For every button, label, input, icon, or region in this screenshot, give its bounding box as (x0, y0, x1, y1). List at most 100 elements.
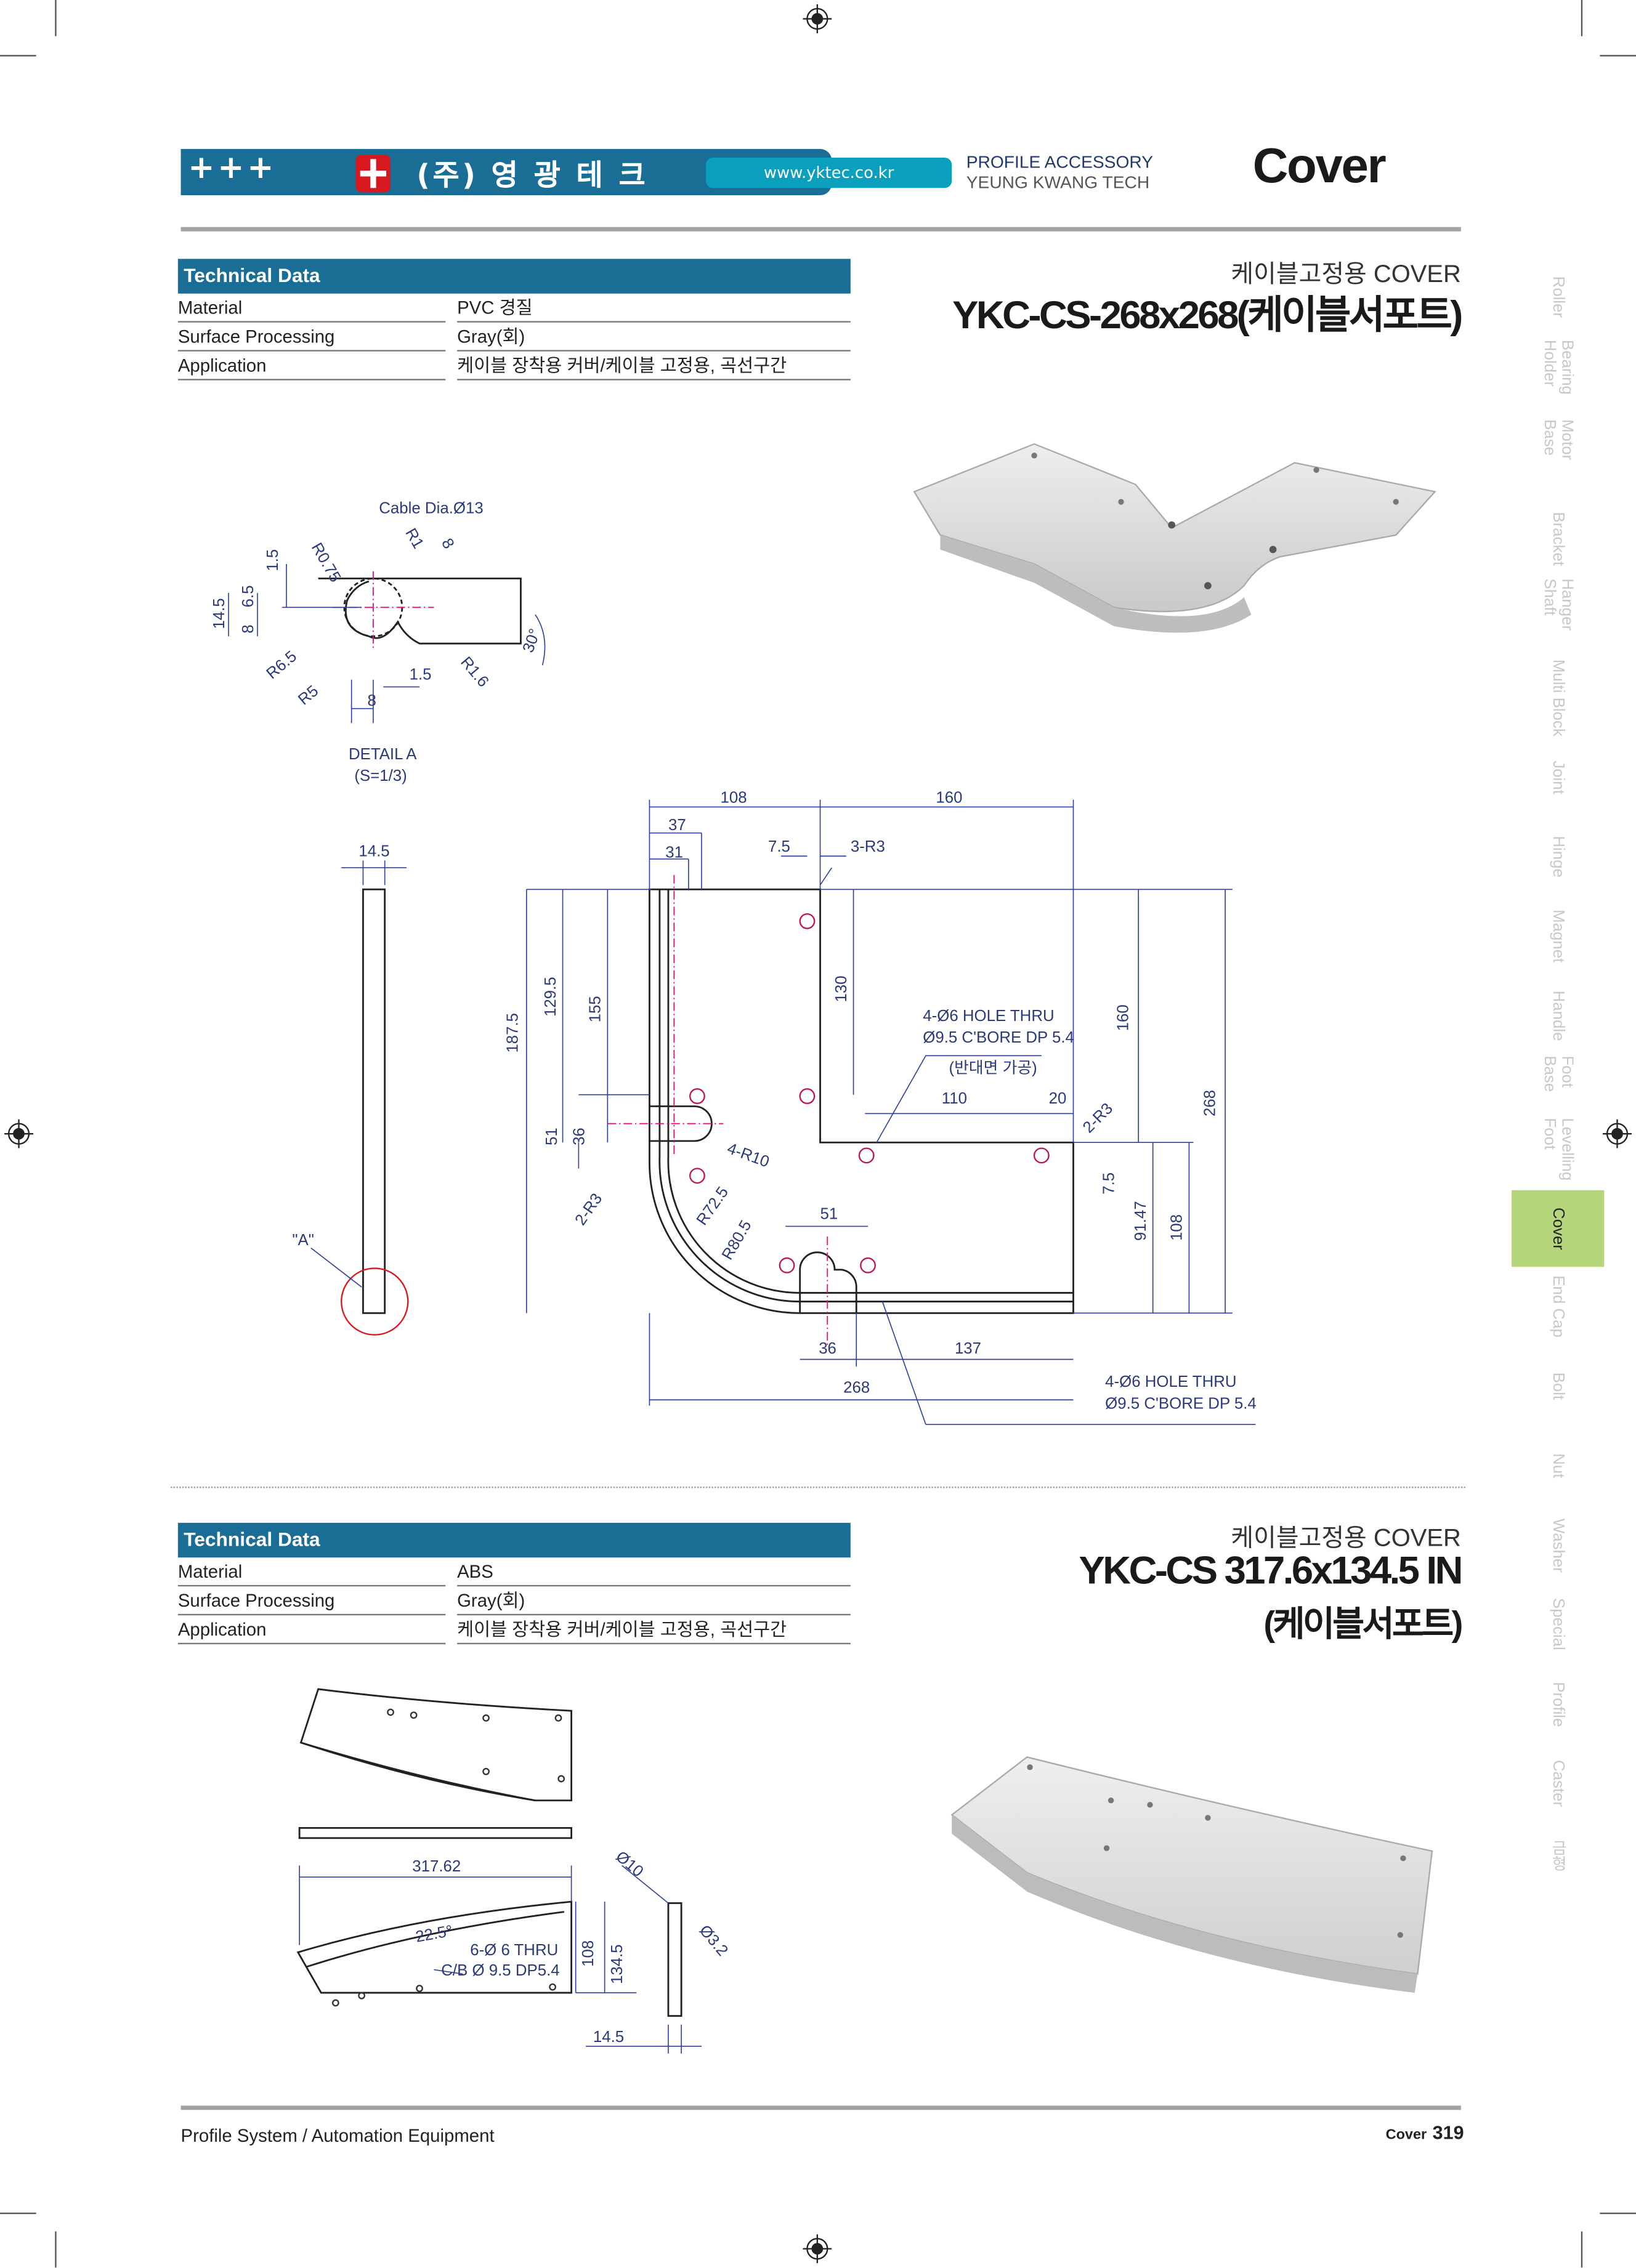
tagline-2: YEUNG KWANG TECH (966, 172, 1150, 193)
table-header: Technical Data (177, 259, 851, 294)
dim-label: 268 (843, 1379, 870, 1397)
dim-label: 51 (820, 1206, 838, 1223)
dim-label: 160 (936, 789, 962, 806)
sidebar-tab-magnet[interactable]: Magnet (1549, 910, 1567, 963)
dim-label: 51 (543, 1128, 561, 1145)
dim-label: 20 (1049, 1090, 1067, 1107)
sidebar-tab-foot-base[interactable]: Foot Base (1541, 1055, 1576, 1092)
sidebar-tab-motor-base[interactable]: Motor Base (1541, 419, 1576, 461)
crop-mark (1581, 2231, 1583, 2268)
sidebar-tab-bolt[interactable]: Bolt (1549, 1372, 1567, 1400)
header-plus: +++ (188, 150, 277, 187)
crop-mark (1600, 55, 1636, 57)
dim-label: 317.62 (412, 1858, 461, 1875)
dim-label: 1.5 (264, 549, 281, 571)
hole-note: Ø9.5 C'BORE DP 5.4 (1105, 1395, 1257, 1412)
sidebar-tab-bracket[interactable]: Bracket (1549, 511, 1567, 566)
dim-label: 187.5 (504, 1013, 522, 1053)
dim-label: 8 (367, 692, 376, 709)
crop-mark (55, 2231, 57, 2268)
dim-label: R6.5 (263, 648, 300, 683)
footer-section: Cover (1385, 2127, 1427, 2144)
sidebar-tab-cover[interactable]: Cover (1512, 1190, 1605, 1267)
product-subtitle: 케이블고정용 COVER (1231, 1524, 1461, 1552)
detail-a-drawing: Cable Dia.Ø13 R0.75 R1 8 1.5 14.5 6.5 8 … (211, 500, 546, 785)
product-title: YKC-CS-268x268(케이블서포트) (952, 293, 1463, 337)
section-divider (171, 1487, 1465, 1488)
dim-label: 22.5° (415, 1923, 455, 1946)
divider (180, 227, 1461, 232)
dim-label: 30° (520, 626, 545, 655)
dim-label: 2-R3 (572, 1190, 605, 1229)
dim-label: 14.5 (593, 2028, 624, 2046)
dim-label: 4-R10 (725, 1140, 772, 1171)
sidebar-tab-profile[interactable]: Profile (1549, 1681, 1567, 1727)
registration-mark-icon (803, 2234, 832, 2264)
detail-scale: (S=1/3) (354, 767, 407, 785)
row-value: 케이블 장착용 커버/케이블 고정용, 곡선구간 (457, 352, 851, 381)
sidebar-tab-levelling-foot[interactable]: Levelling Foot (1541, 1118, 1576, 1181)
company-logo-icon (355, 155, 391, 193)
website-link[interactable]: www.yktec.co.kr (706, 157, 952, 188)
sidebar-tab-joint[interactable]: Joint (1549, 760, 1567, 794)
hole-note: C/B Ø 9.5 DP5.4 (441, 1962, 559, 1979)
dim-label: 3-R3 (851, 838, 885, 855)
crop-mark (1600, 2213, 1636, 2214)
company-name: (주) 영 광 테 크 (416, 157, 649, 193)
dim-label: 14.5 (211, 598, 228, 629)
row-value: Gray(회) (457, 1586, 851, 1616)
dim-label: R1 (402, 525, 427, 552)
sidebar-tab-washer[interactable]: Washer (1549, 1518, 1567, 1573)
dim-label: 129.5 (542, 977, 559, 1017)
product-title: YKC-CS 317.6x134.5 IN (1079, 1549, 1464, 1592)
dim-label: 110 (942, 1090, 967, 1107)
page-number: 319 (1432, 2121, 1464, 2144)
dim-label: 155 (587, 996, 604, 1022)
dim-label: R5 (295, 682, 322, 709)
dim-label: R0.75 (308, 540, 344, 586)
sidebar-tab-end-cap[interactable]: End Cap (1549, 1275, 1567, 1338)
product-title-sub: (케이블서포트) (1263, 1605, 1463, 1645)
sidebar-tab-nut[interactable]: Nut (1549, 1453, 1567, 1479)
crop-mark (55, 0, 57, 36)
crop-mark (0, 2213, 36, 2214)
sidebar-tab-hanger-shaft[interactable]: Hanger Shaft (1541, 578, 1576, 631)
registration-mark-icon (803, 4, 832, 34)
dim-label: 1.5 (410, 666, 432, 684)
dim-label: Cable Dia.Ø13 (379, 500, 483, 517)
sidebar-tab-bearing-holder[interactable]: Bearing Holder (1541, 339, 1576, 395)
row-key: Material (177, 294, 446, 323)
dim-label: 36 (571, 1128, 588, 1145)
row-value: 케이블 장착용 커버/케이블 고정용, 곡선구간 (457, 1615, 851, 1645)
sidebar-tab-handle[interactable]: Handle (1549, 990, 1567, 1041)
product-photo (913, 443, 1436, 633)
sidebar-tab-caster[interactable]: Caster (1549, 1760, 1567, 1807)
footer-page: Cover 319 (1386, 2121, 1464, 2143)
footer-left: Profile System / Automation Equipment (180, 2126, 495, 2147)
product-photo (950, 1756, 1433, 1993)
sidebar-tab-multi-block[interactable]: Multi Block (1549, 659, 1567, 736)
section-title: Cover (1252, 139, 1387, 194)
dim-label: R1.6 (457, 653, 492, 690)
curved-cover-drawing: 317.62 Ø10 22.5° 6-Ø 6 THRU C/B Ø 9.5 DP… (296, 1688, 731, 2054)
crop-mark (1581, 0, 1583, 36)
dim-label: 14.5 (358, 842, 389, 860)
dim-label: 8 (240, 624, 257, 633)
sidebar-tab-hinge[interactable]: Hinge (1549, 836, 1567, 878)
dim-label: Ø10 (612, 1848, 646, 1881)
sidebar-tab-special[interactable]: Special (1549, 1599, 1567, 1651)
hole-note: Ø9.5 C'BORE DP 5.4 (923, 1029, 1074, 1046)
dim-label: 7.5 (768, 838, 790, 855)
row-value: ABS (457, 1557, 851, 1587)
category-sidebar: Roller Bearing Holder Motor Base Bracket… (1512, 253, 1605, 1887)
sidebar-tab-mold[interactable]: 금형 (1549, 1839, 1567, 1871)
row-key: Surface Processing (177, 323, 446, 352)
sidebar-tab-roller[interactable]: Roller (1549, 275, 1567, 318)
